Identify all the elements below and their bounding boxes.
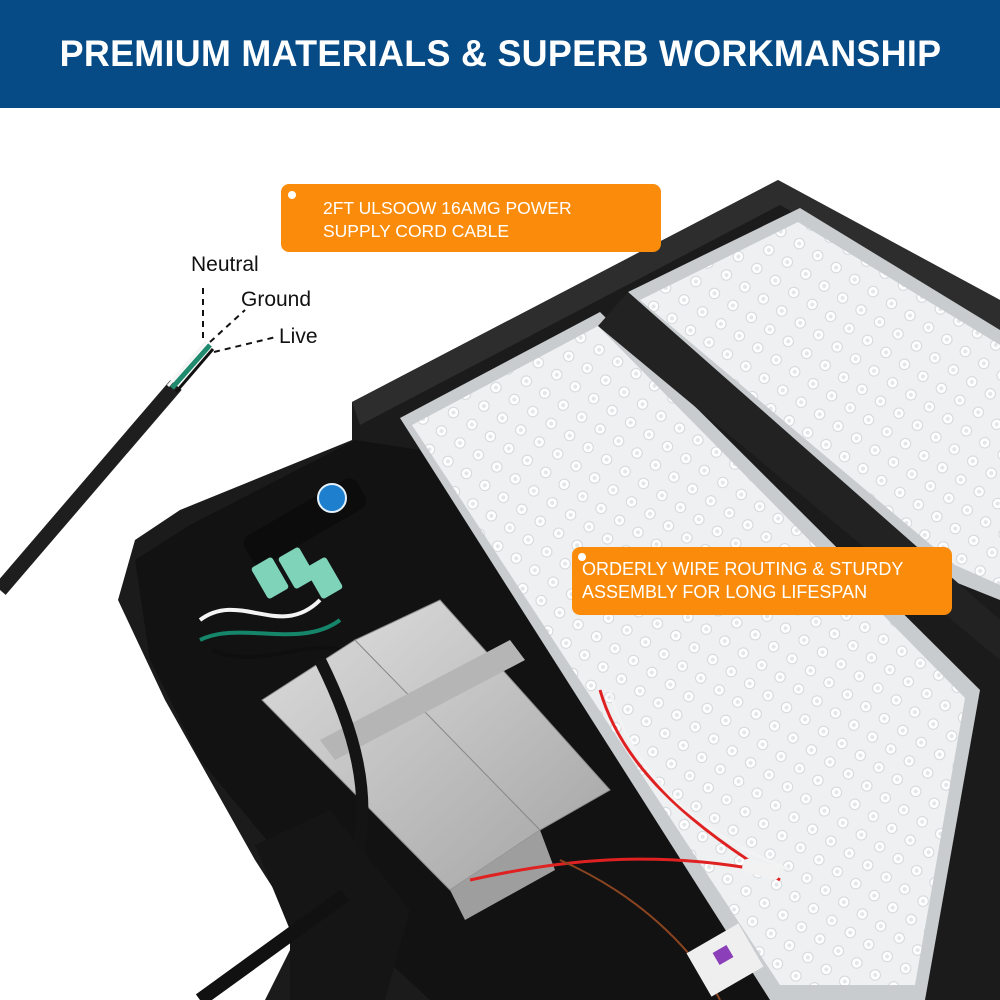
bullet-dot-icon xyxy=(578,553,586,561)
wires-green xyxy=(198,598,342,660)
wires-red xyxy=(469,689,791,1000)
surge-protector-icon xyxy=(243,478,367,566)
wire-connector-icon xyxy=(251,547,343,599)
callout-line-1: ORDERLY WIRE ROUTING & STURDY xyxy=(582,559,904,579)
bullet-dot-icon xyxy=(288,191,296,199)
callout-line-1: 2FT ULSOOW 16AMG POWER xyxy=(323,198,572,218)
mount-bracket xyxy=(195,810,410,1000)
header-banner: PREMIUM MATERIALS & SUPERB WORKMANSHIP xyxy=(0,0,1000,108)
callout-line-2: SUPPLY CORD CABLE xyxy=(323,221,510,241)
driver-box-icon xyxy=(261,599,611,920)
live-wire-label: Live xyxy=(279,325,318,348)
callout-line-2: ASSEMBLY FOR LONG LIFESPAN xyxy=(582,582,868,602)
led-module-icon xyxy=(628,208,1000,600)
power-cord-icon xyxy=(0,288,277,595)
ground-wire-label: Ground xyxy=(241,288,312,311)
wire-routing-callout: ORDERLY WIRE ROUTING & STURDY ASSEMBLY F… xyxy=(572,547,952,615)
led-module-icon xyxy=(400,312,980,1000)
page-title: PREMIUM MATERIALS & SUPERB WORKMANSHIP xyxy=(59,33,941,74)
power-cord-callout: 2FT ULSOOW 16AMG POWER SUPPLY CORD CABLE xyxy=(281,184,661,252)
neutral-wire-label: Neutral xyxy=(191,253,259,276)
